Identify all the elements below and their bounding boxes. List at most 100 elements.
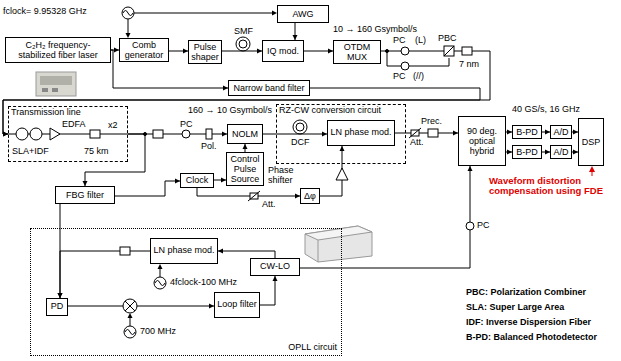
connector [293, 23, 298, 40]
component-label: Phase shifter [268, 166, 300, 186]
photodiode-box: PD [46, 298, 68, 316]
comb-generator-box: Comb generator [119, 38, 169, 62]
photodetector-box: B-PD [512, 125, 542, 139]
laser-photo [52, 88, 58, 92]
pulse-shaper-box: Pulse shaper [188, 40, 222, 64]
component-label: PC [393, 72, 406, 82]
transmission-span [90, 130, 100, 138]
component-label: SMF [234, 27, 253, 37]
box-text: Control Pulse Source [229, 154, 261, 184]
opll-symbols [125, 301, 135, 311]
component-label: SLA+IDF [12, 147, 49, 157]
connector-line [320, 146, 342, 196]
arrowhead [218, 249, 223, 254]
precompensation-symbol [428, 129, 438, 137]
polarization-branches [401, 47, 409, 55]
connector [243, 144, 248, 152]
opll-symbols [158, 264, 163, 269]
component-label: 40 GS/s, 16 GHz [512, 105, 580, 115]
callout-arrow [589, 166, 595, 176]
clock-source [134, 13, 272, 14]
connector-line [395, 133, 458, 134]
dcf-coil [296, 123, 304, 131]
dsp-box: DSP [578, 118, 604, 166]
mux-box: OTDM MUX [333, 40, 381, 64]
box-text: Clock [186, 175, 209, 185]
component-label: Prec. [421, 117, 442, 127]
awg-box: AWG [277, 5, 329, 23]
component-label: 4fclock-100 MHz [170, 278, 237, 288]
group-title: RZ-CW conversion circuit [279, 106, 381, 116]
connector [169, 49, 188, 54]
connector-line [260, 276, 275, 305]
box-text: PD [51, 302, 64, 312]
phase-shifter-box: Δφ [300, 188, 320, 204]
clock-source [122, 7, 134, 19]
abbreviation-note: IDF: Inverse Dispersion Fiber [466, 318, 591, 328]
filter-box: Narrow band filter [228, 80, 310, 96]
arrowhead [340, 146, 345, 151]
component-label: PC [180, 120, 193, 130]
opll-symbols [123, 299, 137, 313]
laser-photo [36, 72, 76, 96]
connector [197, 188, 300, 199]
polarization-branches [387, 51, 449, 66]
receiver-front-end [153, 130, 163, 138]
box-text: 90 deg. optical hybrid [461, 126, 503, 156]
connector-line [300, 166, 470, 268]
polarization-branches [401, 62, 409, 70]
smf-coil [239, 40, 247, 48]
component-label: 10 → 160 Gsymbol/s [333, 25, 417, 35]
box-text: A/D [553, 147, 568, 157]
connector-line [85, 134, 145, 186]
box-text: Pulse shaper [191, 42, 219, 62]
component-label: (//) [413, 72, 424, 82]
connector [58, 251, 151, 298]
component-label: Att. [262, 200, 276, 210]
opll-symbols [130, 318, 131, 326]
pc-coil [466, 222, 474, 230]
group-title: Transmission line [11, 108, 81, 118]
connector [218, 249, 275, 259]
converter-box: A/D [550, 125, 572, 139]
dcf-coil [293, 120, 307, 134]
clock-source [128, 19, 129, 33]
receiver-front-end [206, 129, 212, 139]
laser-photo [40, 76, 72, 85]
receiver-front-end [144, 129, 213, 139]
opll-photo [305, 226, 372, 262]
box-text: B-PD [516, 147, 538, 157]
group-title: OPLL circuit [288, 343, 337, 353]
box-text: AWG [292, 9, 313, 19]
amplifier-symbol [336, 168, 348, 180]
amplifier-symbol [336, 168, 348, 180]
pc-coil [466, 222, 474, 230]
box-text: A/D [553, 127, 568, 137]
pulse-source-box: Control Pulse Source [226, 152, 264, 186]
box-text: NOLM [232, 129, 258, 139]
connector-line [263, 134, 327, 135]
dcf-coil [293, 120, 307, 134]
arrowhead [468, 166, 473, 171]
connector [542, 130, 550, 135]
photodetector-box: B-PD [512, 145, 542, 159]
transmission-span [50, 128, 60, 140]
component-label: (L) [415, 36, 426, 46]
box-text: C₂H₂ frequency-stabilized fiber laser [8, 40, 108, 60]
connector [83, 134, 146, 186]
connector-line [60, 251, 150, 298]
receiver-front-end [144, 133, 147, 136]
attenuator-symbol [409, 128, 421, 138]
precompensation-symbol [428, 129, 438, 137]
opll-symbols [128, 313, 133, 318]
component-label: Att. [410, 138, 424, 148]
box-text: CW-LO [260, 262, 290, 272]
laser-photo [36, 72, 76, 96]
polarization-branches [462, 47, 472, 55]
abbreviation-note: PBC: Polarization Combiner [466, 288, 586, 298]
fbg-filter-box: FBG filter [55, 186, 115, 204]
callout-text: Waveform distortion compensation using F… [489, 176, 617, 197]
smf-coil [236, 37, 250, 51]
connector [395, 131, 458, 136]
